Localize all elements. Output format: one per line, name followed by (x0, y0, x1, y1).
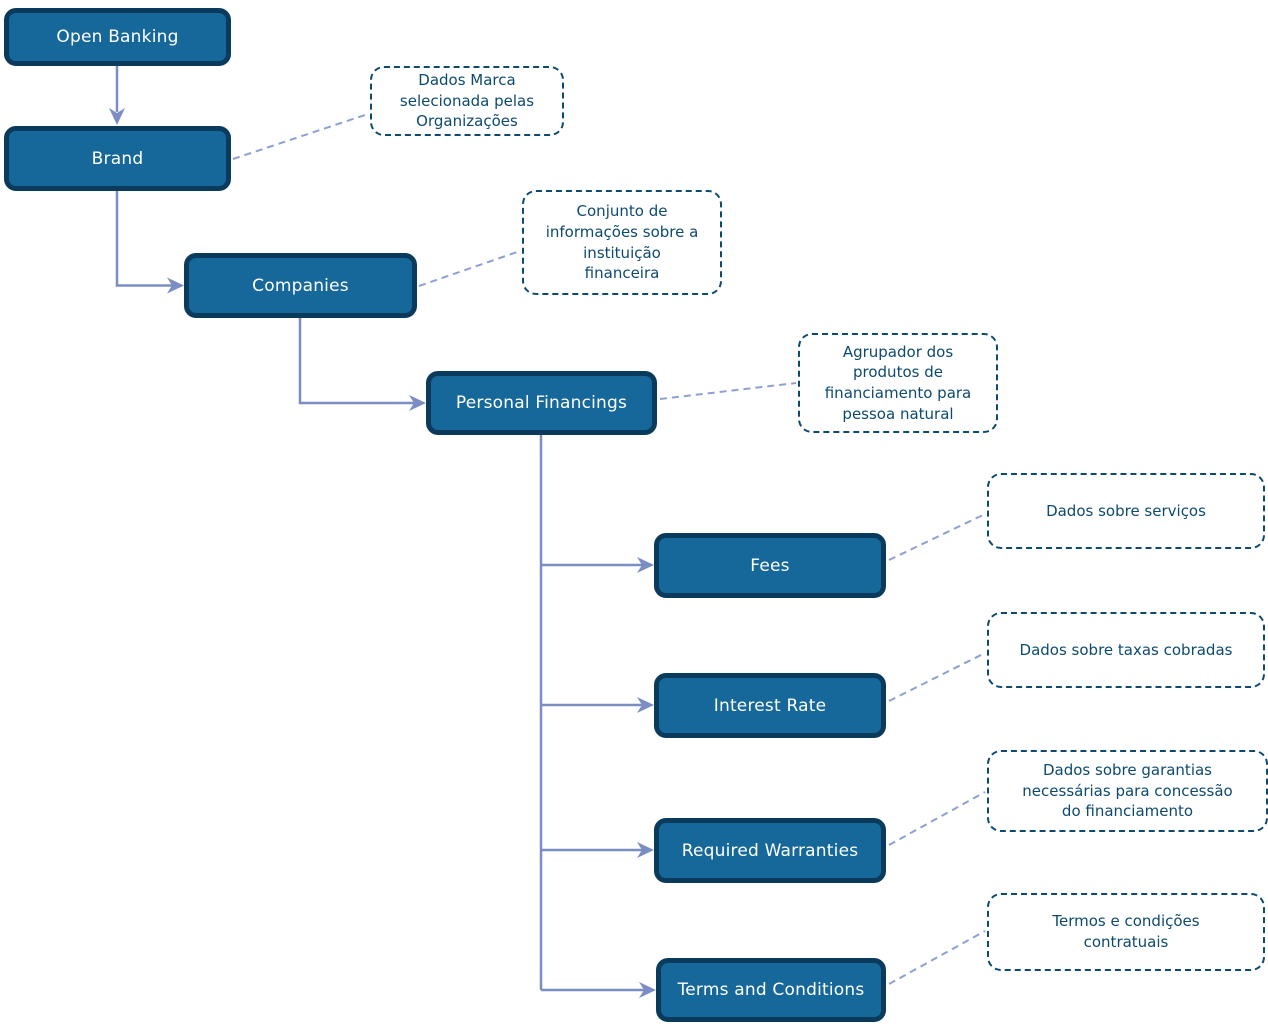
arrowhead-right-fees (637, 557, 654, 573)
annotation-brand: Dados Marca selecionada pelas Organizaçõ… (370, 66, 564, 136)
annotation-required-warranties: Dados sobre garantias necessárias para c… (987, 750, 1268, 832)
node-fees: Fees (654, 533, 886, 598)
leader-interest-rate-annotation (888, 652, 986, 702)
node-terms-and-conditions: Terms and Conditions (656, 958, 886, 1022)
leader-brand-annotation (232, 113, 369, 160)
node-personal-financings: Personal Financings (426, 371, 657, 435)
node-companies: Companies (184, 253, 417, 318)
annotation-terms-and-conditions: Termos e condições contratuais (987, 893, 1265, 971)
node-required-warranties: Required Warranties (654, 818, 886, 883)
leader-personal-financings-annotation (659, 382, 797, 400)
leader-fees-annotation (888, 513, 986, 561)
arrowhead-right-interest-rate (637, 697, 654, 713)
annotation-companies: Conjunto de informações sobre a institui… (522, 190, 722, 295)
annotation-personal-financings: Agrupador dos produtos de financiamento … (798, 333, 998, 433)
node-brand: Brand (4, 126, 231, 191)
arrowhead-right-terms-and-conditions (639, 982, 656, 998)
leader-terms-and-conditions-annotation (888, 930, 986, 985)
arrowhead-right-required-warranties (637, 842, 654, 858)
annotation-interest-rate: Dados sobre taxas cobradas (987, 612, 1265, 688)
arrowhead-right-companies (167, 277, 184, 294)
arrowhead-down-brand (109, 108, 125, 125)
node-open-banking: Open Banking (4, 8, 231, 66)
arrowhead-right-personal-financings (409, 395, 426, 411)
connector-companies-personalfinancings (298, 318, 414, 405)
annotation-fees: Dados sobre serviços (987, 473, 1265, 549)
leader-companies-annotation (418, 250, 521, 287)
connector-brand-companies (115, 191, 172, 287)
node-interest-rate: Interest Rate (654, 673, 886, 738)
leader-required-warranties-annotation (888, 791, 986, 846)
